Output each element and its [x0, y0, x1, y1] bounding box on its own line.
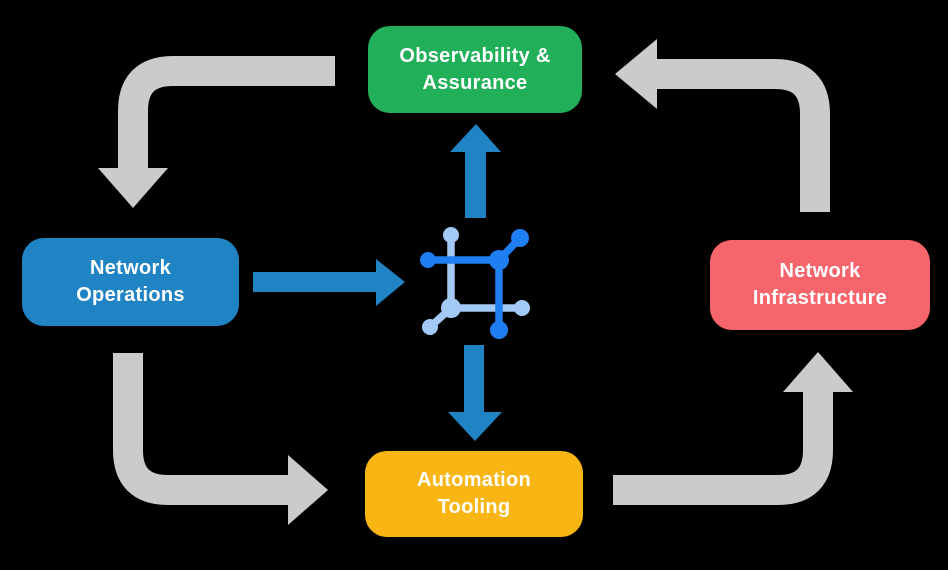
node-label: Network Operations — [76, 257, 185, 306]
node-label: Observability & Assurance — [399, 44, 551, 94]
node-label: Network Infrastructure — [752, 260, 888, 309]
arrow-operations-to-platform — [253, 259, 405, 306]
node-automation-tooling: Automation Tooling — [365, 451, 583, 537]
arrow-platform-to-observability — [450, 124, 501, 218]
arrow-operations-to-automation — [113, 353, 328, 525]
node-label: Automation Tooling — [416, 469, 532, 518]
arrow-automation-to-infrastructure — [613, 352, 853, 505]
arrow-platform-to-automation — [448, 345, 502, 441]
node-network-operations: Network Operations — [22, 238, 239, 326]
node-network-infrastructure: Network Infrastructure — [710, 240, 930, 330]
arrow-infrastructure-to-observability — [615, 39, 830, 212]
network-platform-icon — [420, 227, 530, 339]
node-observability-assurance: Observability & Assurance — [368, 26, 582, 113]
arrow-observability-to-operations — [98, 56, 335, 208]
